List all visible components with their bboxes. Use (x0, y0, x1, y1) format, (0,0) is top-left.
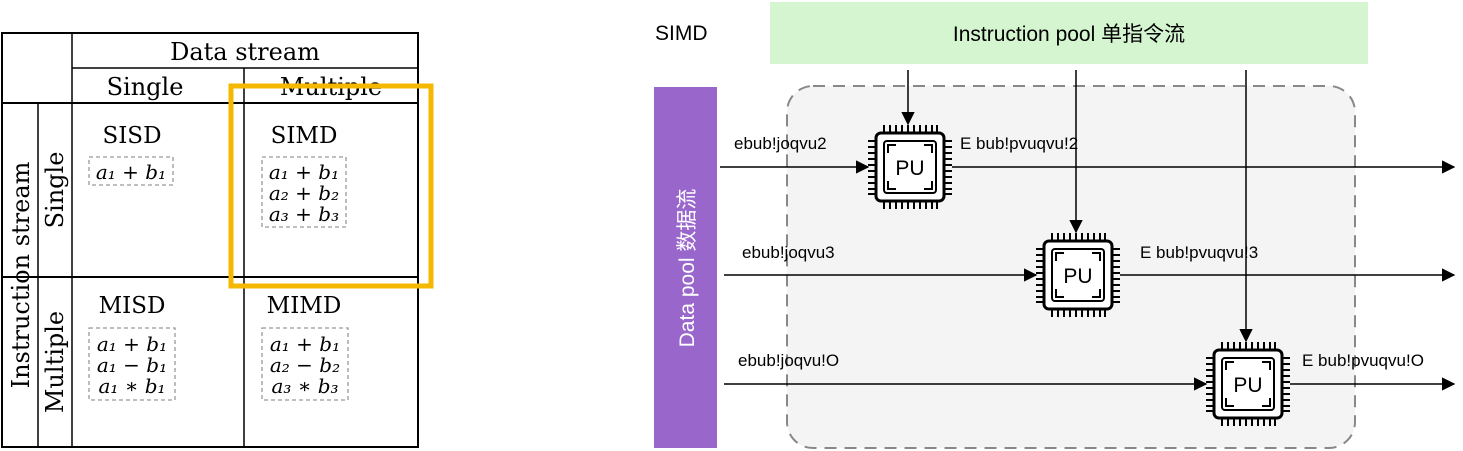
processing-unit-chip: PU (1206, 342, 1290, 426)
cell-mimd-line: a₃ ∗ b₃ (271, 374, 338, 398)
row-multiple-label: Multiple (41, 311, 69, 413)
cell-misd-line: a₁ − b₁ (97, 353, 167, 377)
chip-corner-marks (1055, 252, 1101, 298)
cell-mimd-title: MIMD (267, 293, 342, 319)
header-data-stream: Data stream (170, 38, 320, 66)
cell-mimd-line: a₂ − b₂ (270, 353, 340, 377)
cell-misd-line: a₁ ∗ b₁ (98, 374, 165, 398)
data-output-label: E bub!pvuqvu!2 (960, 134, 1078, 153)
simd-highlight-box (228, 83, 434, 289)
cell-mimd-box (261, 327, 349, 401)
col-single-label: Single (107, 73, 184, 101)
processing-unit-chip: PU (1036, 233, 1120, 317)
cell-sisd-box (88, 156, 174, 186)
header-instruction-stream: Instruction stream (7, 161, 35, 388)
chip-core (1221, 357, 1275, 411)
row-single-label: Single (41, 152, 69, 229)
chip-core (883, 140, 937, 194)
chip-core (1051, 248, 1105, 302)
cell-simd-line: a₁ + b₁ (269, 160, 339, 184)
table-frame (1, 32, 419, 448)
instruction-pool-label: Instruction pool 单指令流 (953, 23, 1185, 46)
processing-unit-chip: PU (868, 125, 952, 209)
cell-simd-title: SIMD (271, 123, 338, 149)
data-input-label: ebub!joqvu2 (734, 134, 827, 153)
cell-simd-box (261, 156, 347, 228)
data-input-label: ebub!joqvu3 (742, 243, 835, 262)
data-input-label: ebub!joqvu!O (738, 351, 839, 370)
data-output-label: E bub!pvuqvu!O (1302, 351, 1424, 370)
cell-simd-line: a₂ + b₂ (269, 181, 339, 205)
flynn-taxonomy-table: Data stream Single Multiple Instruction … (1, 32, 434, 448)
pu-label: PU (895, 157, 924, 180)
cell-sisd-line: a₁ + b₁ (96, 160, 166, 184)
cell-sisd-title: SISD (102, 123, 161, 149)
instruction-pool-box (770, 2, 1368, 64)
pu-label: PU (1233, 374, 1262, 397)
chip-corner-marks (1225, 361, 1271, 407)
pu-label: PU (1063, 265, 1092, 288)
simd-label: SIMD (655, 22, 708, 45)
simd-diagram: SIMD Instruction pool 单指令流 Data pool 数据流… (654, 2, 1456, 449)
data-pool-box (654, 87, 717, 448)
cell-mimd-line: a₁ + b₁ (270, 332, 340, 356)
chip-corner-marks (887, 144, 933, 190)
cell-simd-line: a₃ + b₃ (269, 202, 339, 226)
cell-misd-title: MISD (99, 293, 166, 319)
data-output-label: E bub!pvuqvu!3 (1140, 243, 1258, 262)
cell-misd-box (88, 327, 176, 401)
cell-misd-line: a₁ + b₁ (97, 332, 167, 356)
data-pool-label: Data pool 数据流 (676, 189, 699, 348)
